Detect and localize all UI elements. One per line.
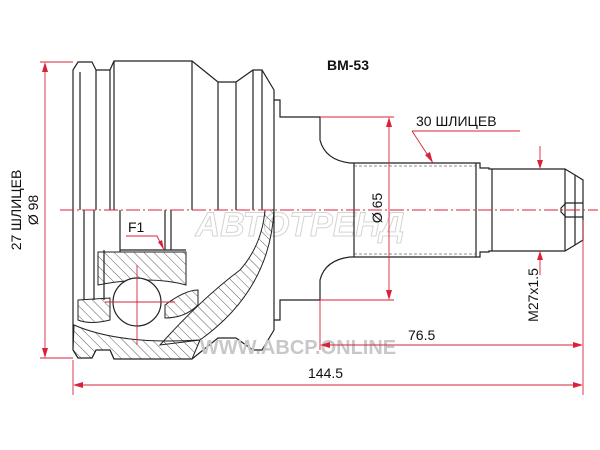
watermark-site: WWW.ABCP.ONLINE xyxy=(200,337,396,359)
dim-thread xyxy=(537,146,543,275)
outer-diameter-label: Ø 98 xyxy=(25,195,41,226)
flange-diameter-label: Ø 65 xyxy=(369,193,385,224)
f1-label: F1 xyxy=(128,219,145,235)
total-length-label: 144.5 xyxy=(308,365,343,381)
dim-outer-diameter xyxy=(40,61,73,359)
part-number-title: BM-53 xyxy=(327,57,369,73)
left-splines-label: 27 ШЛИЦЕВ xyxy=(8,170,24,251)
watermark-brand: АВТОТРЕНД xyxy=(195,206,405,244)
joint-section xyxy=(72,209,275,360)
thread-label: M27x1.5 xyxy=(525,268,541,322)
dim-flange-diameter xyxy=(320,116,394,301)
right-splines-label: 30 ШЛИЦЕВ xyxy=(416,113,497,129)
dim-shaft-length xyxy=(319,220,584,395)
shaft-length-label: 76.5 xyxy=(408,327,435,343)
dim-total-length xyxy=(72,360,583,395)
